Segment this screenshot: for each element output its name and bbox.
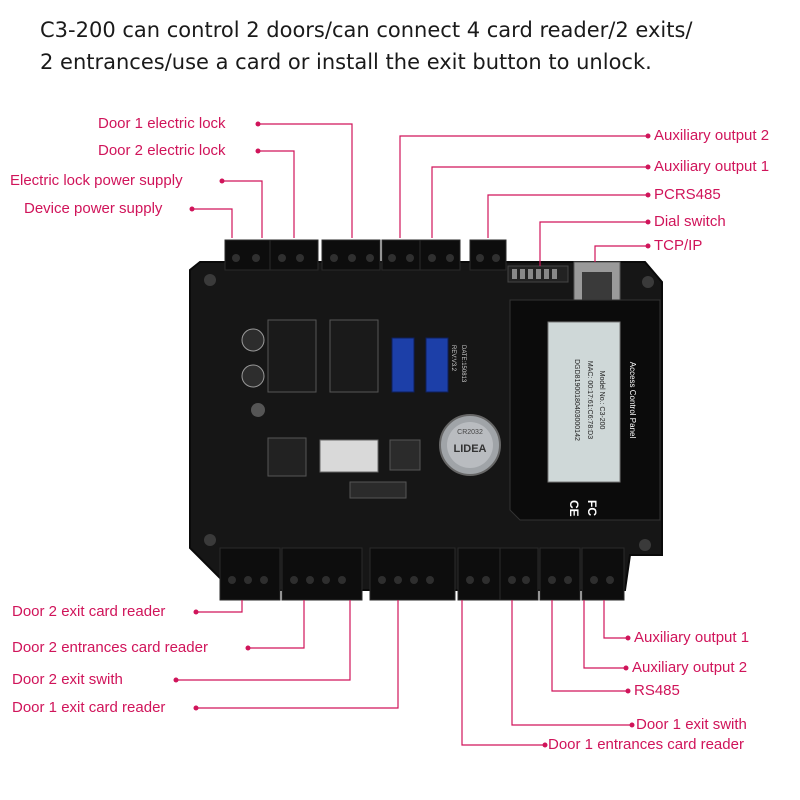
rev-text: REV:V3.2 — [450, 345, 456, 372]
bottom-terminal-screws — [228, 576, 614, 584]
dial-switch — [507, 265, 569, 283]
label-door1-exit-card-reader: Door 1 exit card reader — [12, 699, 166, 716]
label-tcp-ip: TCP/IP — [654, 237, 703, 254]
bottom-terminal-blocks — [219, 547, 625, 601]
label-door1-electric-lock: Door 1 electric lock — [98, 115, 226, 132]
coin-battery — [439, 414, 501, 476]
label-door2-entrances-card-reader: Door 2 entrances card reader — [12, 639, 208, 656]
battery-brand-text: LIDEA — [454, 443, 487, 455]
panel-serial-text: DGD81900180403000142 — [573, 359, 580, 441]
label-door1-exit-swith: Door 1 exit swith — [636, 716, 747, 733]
chips — [267, 437, 421, 499]
header-line-1: C3-200 can control 2 doors/can connect 4… — [40, 18, 693, 42]
panel-title-text: Access Control Panel — [628, 362, 637, 439]
label-auxiliary-output-2-top: Auxiliary output 2 — [654, 127, 770, 144]
capacitors — [241, 328, 265, 417]
callout-dots — [173, 121, 651, 748]
panel-model-text: Model No.: C3-200 — [598, 371, 605, 430]
label-dial-switch: Dial switch — [654, 213, 726, 230]
label-pcrs485: PCRS485 — [654, 186, 721, 203]
label-auxiliary-output-1-top: Auxiliary output 1 — [654, 158, 770, 175]
cert-mark-ce: CE — [567, 500, 581, 517]
label-electric-lock-power-supply: Electric lock power supply — [10, 172, 183, 189]
label-auxiliary-output-1-bottom: Auxiliary output 1 — [634, 629, 750, 646]
top-terminal-screws — [232, 254, 500, 262]
battery-model-text: CR2032 — [457, 429, 483, 436]
label-door2-electric-lock: Door 2 electric lock — [98, 142, 226, 159]
label-device-power-supply: Device power supply — [24, 200, 163, 217]
label-door1-entrances-card-reader: Door 1 entrances card reader — [548, 736, 744, 753]
callout-lines — [176, 123, 648, 746]
label-door2-exit-swith: Door 2 exit swith — [12, 671, 123, 688]
cert-mark-fc: FC — [585, 500, 599, 516]
label-door2-exit-card-reader: Door 2 exit card reader — [12, 603, 166, 620]
label-rs485: RS485 — [634, 682, 680, 699]
panel-sticker — [509, 299, 661, 521]
label-auxiliary-output-2-bottom: Auxiliary output 2 — [632, 659, 748, 676]
relays — [267, 319, 449, 393]
panel-mac-text: MAC: 00:17:61:C6:78:D3 — [586, 361, 593, 439]
header-line-2: 2 entrances/use a card or install the ex… — [40, 50, 652, 74]
date-text: DATE:150813 — [460, 345, 466, 383]
